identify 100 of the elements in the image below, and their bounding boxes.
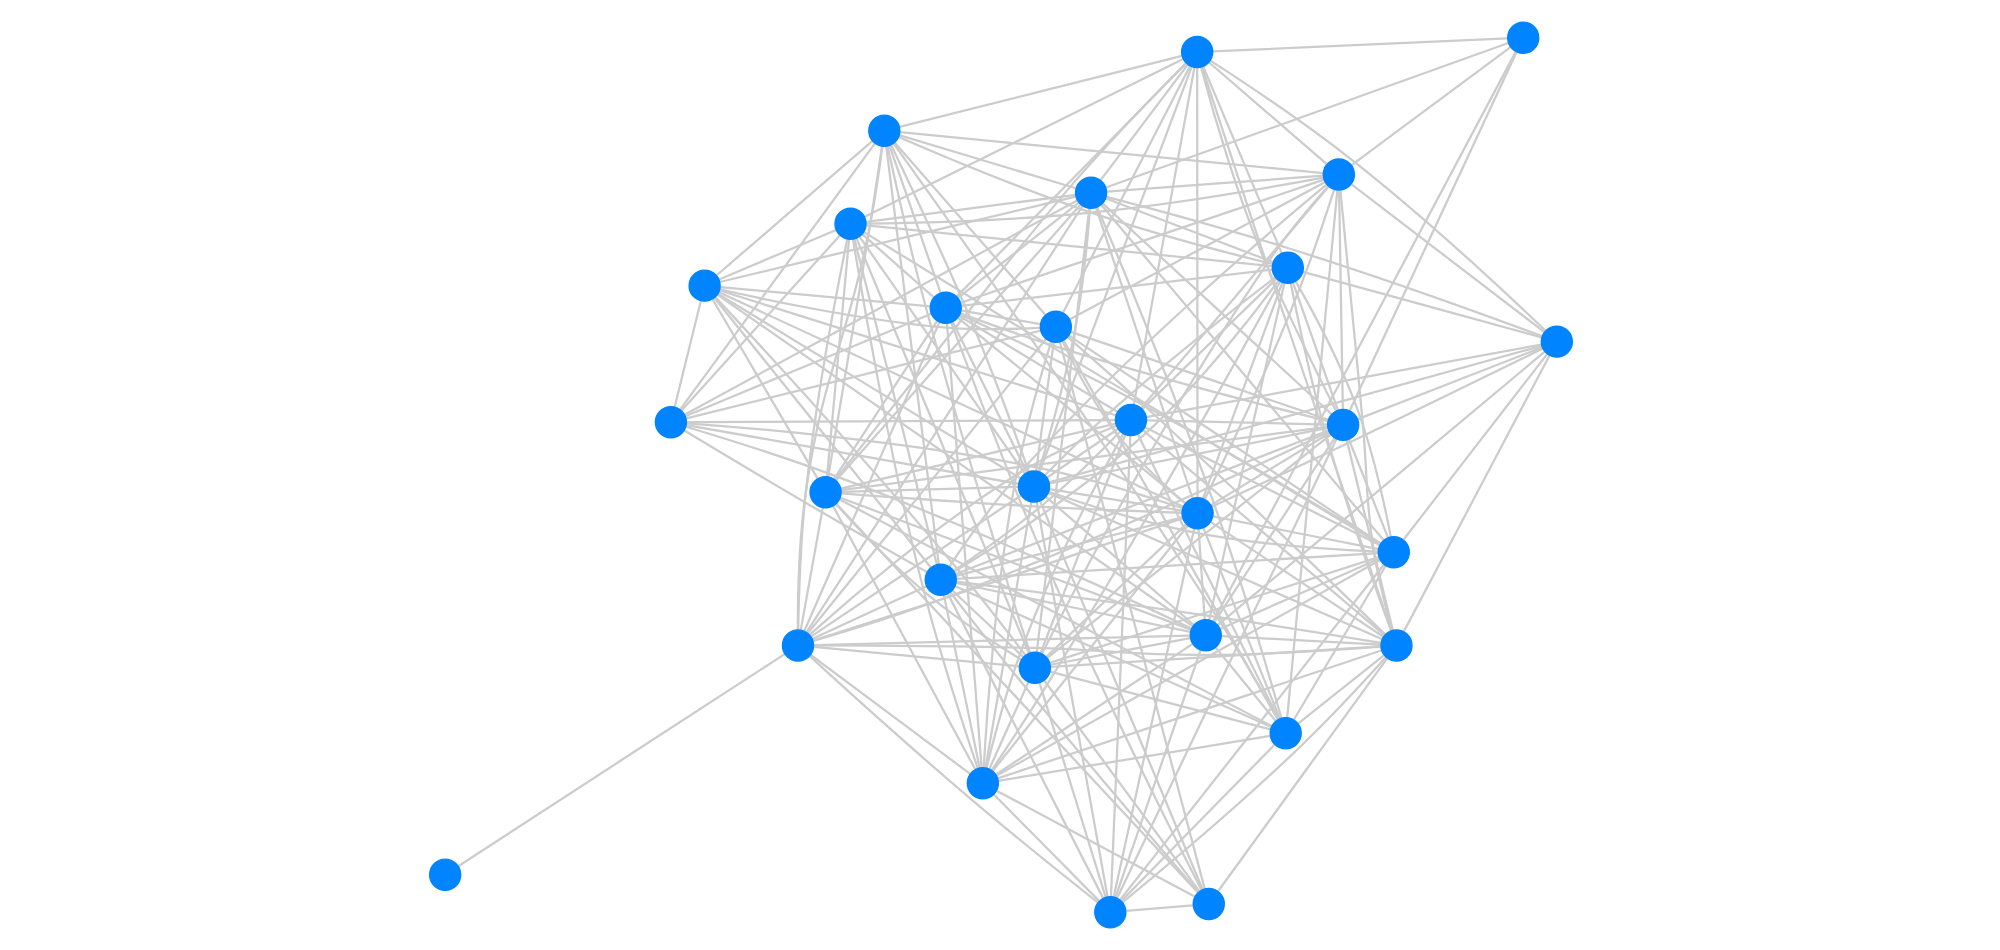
connector — [1115, 438, 1337, 899]
connector — [864, 193, 1075, 223]
connector — [956, 317, 1186, 505]
connector — [1047, 344, 1542, 484]
node-circle — [687, 269, 720, 302]
connector — [1143, 426, 1380, 547]
connector — [954, 581, 1190, 634]
node-circle — [1180, 497, 1213, 530]
connector — [1105, 174, 1323, 193]
connector — [1338, 190, 1393, 631]
connector — [1349, 183, 1545, 334]
connector — [1044, 523, 1186, 658]
connector — [897, 135, 1272, 266]
connector — [948, 591, 1199, 893]
connector — [834, 503, 1198, 894]
connector — [1346, 438, 1388, 538]
node-circle — [1113, 403, 1147, 437]
connector — [1131, 67, 1195, 405]
connector — [1209, 432, 1330, 507]
connector — [1066, 336, 1385, 636]
connector — [1210, 347, 1543, 508]
connector — [1049, 637, 1190, 666]
connector — [672, 300, 701, 408]
connector — [1125, 904, 1193, 913]
connector — [795, 146, 883, 630]
connector — [1349, 46, 1511, 167]
connector — [839, 422, 1116, 490]
connector — [1216, 657, 1387, 892]
connector — [685, 423, 1018, 485]
connector — [990, 524, 1188, 772]
connector — [804, 205, 1083, 633]
connector — [685, 419, 1115, 424]
connector — [1099, 204, 1384, 541]
connector — [1202, 189, 1335, 500]
connector — [1336, 190, 1343, 410]
connector — [684, 425, 1191, 630]
connector — [1045, 428, 1118, 479]
node-circle — [427, 858, 461, 891]
connector — [1401, 355, 1550, 633]
connector — [1285, 190, 1338, 718]
connector — [811, 430, 1329, 643]
connector — [719, 285, 929, 308]
connector — [1057, 341, 1205, 889]
connector — [712, 297, 931, 569]
connector — [941, 594, 980, 769]
connector — [1211, 515, 1378, 551]
connector — [1288, 282, 1392, 632]
connector — [1347, 51, 1517, 411]
connector — [960, 309, 1040, 326]
connector — [1211, 37, 1507, 53]
connector — [957, 315, 1118, 413]
node-circle — [867, 114, 900, 147]
connector — [717, 228, 836, 281]
connector — [1201, 527, 1280, 720]
connector — [1105, 195, 1542, 338]
connector — [1220, 634, 1380, 646]
connector — [683, 199, 1077, 416]
connector — [955, 552, 1378, 580]
connector — [1344, 439, 1393, 631]
connector — [865, 176, 1323, 225]
connector — [994, 558, 1380, 777]
connector — [810, 585, 927, 640]
connector — [1048, 426, 1327, 485]
connector — [1100, 202, 1332, 416]
node-circle — [1188, 618, 1221, 652]
connector — [885, 145, 1031, 654]
connector — [1061, 65, 1190, 314]
connector — [682, 429, 927, 574]
connector — [798, 507, 823, 630]
connector — [950, 321, 1028, 474]
connector — [1045, 433, 1331, 659]
connector — [954, 429, 1328, 576]
connector — [1060, 340, 1185, 504]
connector — [831, 505, 976, 770]
connector — [811, 517, 1182, 642]
connector — [996, 649, 1381, 780]
connector — [1034, 501, 1108, 897]
connector — [1037, 682, 1106, 898]
connector — [685, 422, 1183, 510]
connector — [839, 425, 1327, 492]
connector — [1291, 565, 1386, 721]
connector — [1211, 51, 1516, 622]
connector — [812, 645, 1019, 668]
node-circle — [1017, 651, 1051, 684]
connector — [1139, 186, 1329, 409]
connector — [1195, 67, 1198, 498]
connector — [684, 312, 931, 418]
connector — [884, 146, 939, 565]
connector — [860, 233, 934, 299]
connector — [898, 131, 1323, 175]
node-circle — [653, 406, 687, 439]
connector — [1108, 435, 1131, 897]
connector — [838, 498, 1272, 728]
connector — [826, 146, 883, 477]
connector — [1119, 743, 1275, 902]
connector — [1042, 679, 1200, 893]
connector — [832, 320, 938, 480]
connector — [1104, 197, 1273, 264]
connector — [959, 178, 1324, 304]
connector — [713, 296, 1026, 656]
